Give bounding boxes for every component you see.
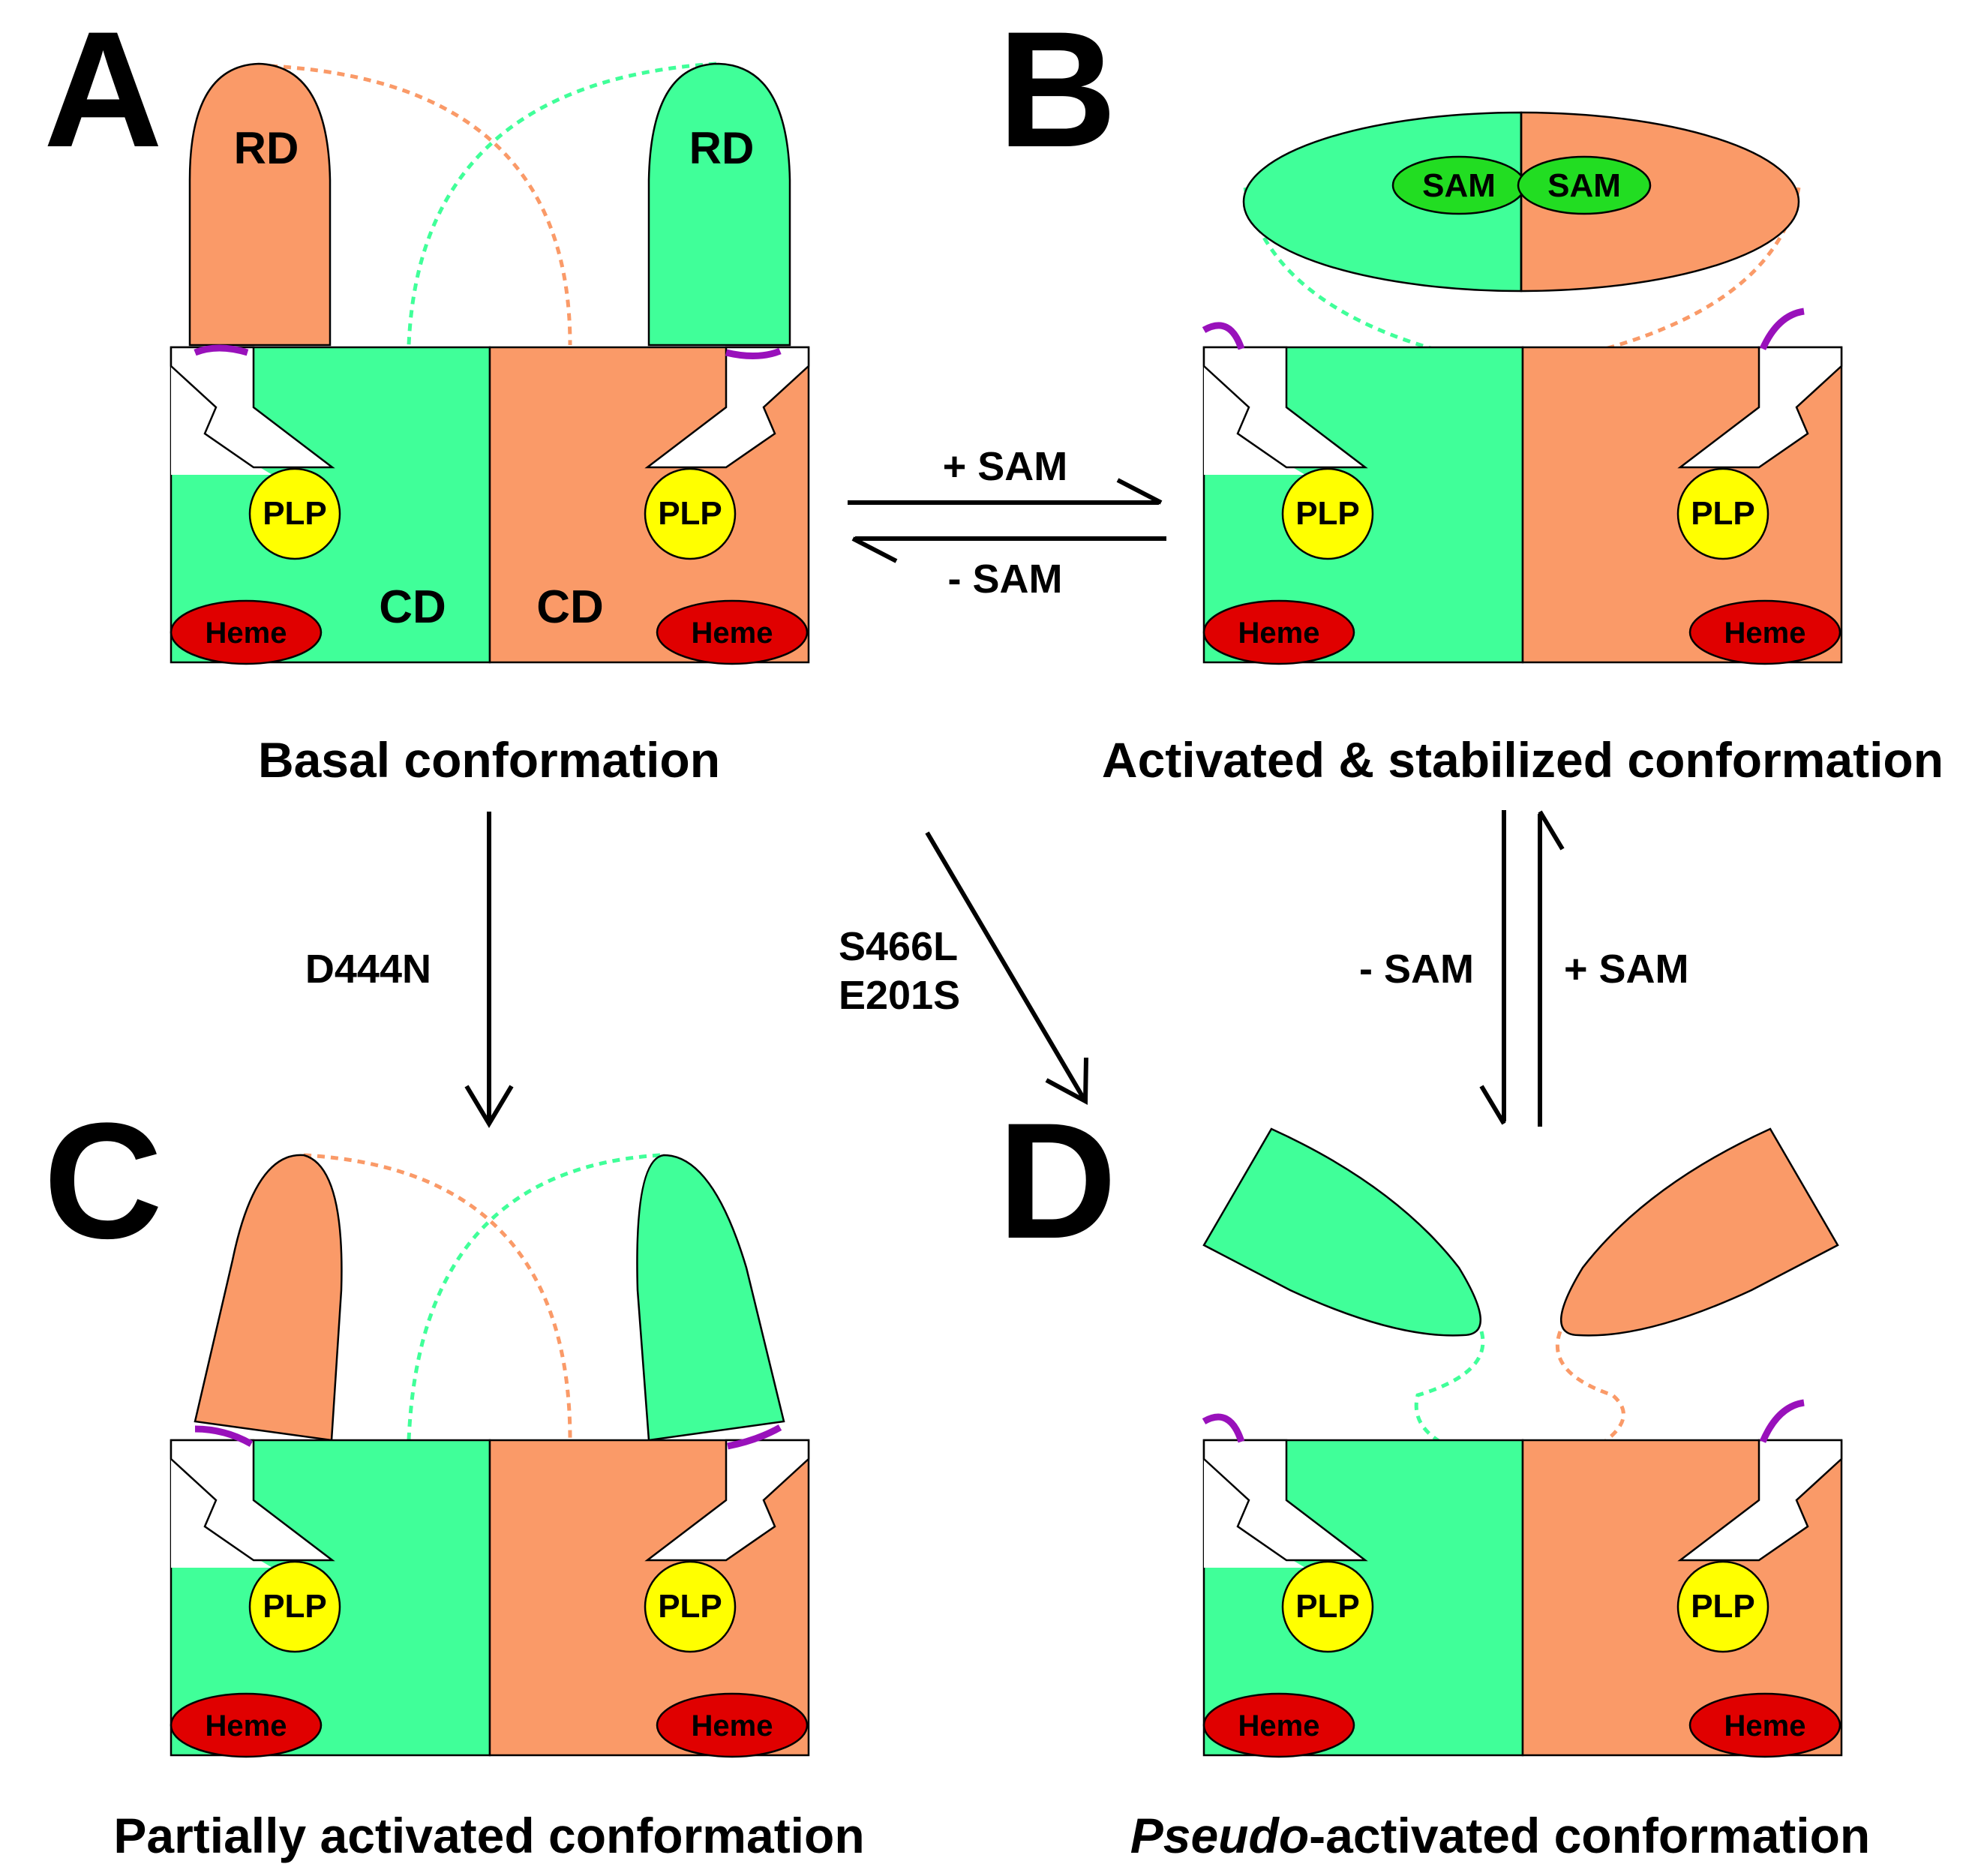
plp-label: PLP bbox=[1691, 1588, 1755, 1625]
linker-purple-left bbox=[1202, 322, 1245, 350]
regulatory-domain-green bbox=[647, 62, 791, 347]
heme-label: Heme bbox=[1724, 617, 1806, 650]
panel-letter-c: C bbox=[44, 1088, 163, 1273]
plp-label: PLP bbox=[1295, 1588, 1360, 1625]
cd-label-left: CD bbox=[379, 581, 446, 633]
arrow-a-to-c-head bbox=[464, 1085, 514, 1128]
sam-label: SAM bbox=[1547, 167, 1621, 204]
rd-label-right: RD bbox=[689, 123, 755, 173]
linker-dashed-orange bbox=[1555, 1331, 1625, 1446]
panel-d: D PLP PLP Heme Heme Pseudo-activated con… bbox=[998, 1088, 1870, 1863]
arrow-d-to-b-head bbox=[1538, 810, 1565, 851]
sam-label: SAM bbox=[1422, 167, 1496, 204]
heme-label: Heme bbox=[1238, 1709, 1320, 1742]
heme-label: Heme bbox=[206, 1709, 287, 1742]
heme-label: Heme bbox=[692, 1709, 773, 1742]
plp-label: PLP bbox=[263, 495, 327, 532]
label-s466l: S466L bbox=[839, 924, 958, 969]
linker-dashed-green bbox=[407, 62, 717, 346]
panel-b: B SAM SAM PLP PLP Heme Heme Activated & … bbox=[998, 0, 1943, 788]
label-minus-sam: - SAM bbox=[1359, 947, 1474, 992]
plp-label: PLP bbox=[263, 1588, 327, 1625]
arrow-a-to-d-head bbox=[1045, 1057, 1088, 1105]
plp-label: PLP bbox=[658, 1588, 722, 1625]
regulatory-domain-orange bbox=[188, 62, 332, 347]
label-plus-sam: + SAM bbox=[943, 444, 1068, 489]
plp-label: PLP bbox=[1295, 495, 1360, 532]
transition-arrows: + SAM - SAM D444N S466L E201S - SAM + SA… bbox=[305, 444, 1689, 1128]
caption-d: Pseudo-activated conformation bbox=[1130, 1808, 1871, 1863]
label-e201s: E201S bbox=[839, 973, 960, 1018]
panel-letter-d: D bbox=[998, 1088, 1117, 1273]
linker-purple-right bbox=[727, 1424, 782, 1450]
caption-d-italic: Pseudo bbox=[1130, 1808, 1309, 1863]
heme-label: Heme bbox=[692, 617, 773, 650]
regulatory-domain-orange bbox=[1560, 1127, 1839, 1337]
arrow-b-to-d-head bbox=[1479, 1085, 1506, 1125]
linker-dashed-orange bbox=[303, 1153, 572, 1441]
heme-label: Heme bbox=[1724, 1709, 1806, 1742]
linker-purple-right bbox=[725, 347, 782, 360]
cd-label-right: CD bbox=[536, 581, 604, 633]
regulatory-domain-green bbox=[636, 1154, 785, 1442]
heme-label: Heme bbox=[1238, 617, 1320, 650]
linker-purple-right bbox=[1759, 308, 1805, 350]
rd-label-left: RD bbox=[234, 123, 299, 173]
linker-purple-left bbox=[1202, 1413, 1245, 1443]
panel-c: C PLP PLP Heme Heme Partially activated … bbox=[44, 1088, 865, 1863]
regulatory-domain-orange bbox=[194, 1154, 343, 1442]
label-plus-sam: + SAM bbox=[1564, 947, 1689, 992]
linker-purple-left bbox=[194, 344, 249, 356]
panel-a: A RD RD PLP PLP Heme Heme CD CD Basal co… bbox=[44, 0, 810, 788]
linker-purple-right bbox=[1759, 1399, 1805, 1443]
linker-dashed-green bbox=[407, 1153, 661, 1441]
plp-label: PLP bbox=[658, 495, 722, 532]
regulatory-domain-green bbox=[1202, 1127, 1481, 1337]
heme-label: Heme bbox=[206, 617, 287, 650]
label-d444n: D444N bbox=[305, 947, 431, 992]
linker-purple-left bbox=[194, 1425, 254, 1447]
linker-dashed-orange bbox=[269, 64, 572, 346]
caption-c: Partially activated conformation bbox=[113, 1808, 864, 1863]
panel-letter-b: B bbox=[998, 0, 1117, 182]
arrow-b-to-a-head bbox=[851, 536, 898, 563]
arrow-a-to-d bbox=[925, 831, 1086, 1100]
linker-dashed-green bbox=[1414, 1331, 1485, 1446]
caption-d-rest: -activated conformation bbox=[1309, 1808, 1870, 1863]
plp-label: PLP bbox=[1691, 495, 1755, 532]
panel-letter-a: A bbox=[44, 0, 163, 182]
arrow-a-to-b-head bbox=[1116, 478, 1163, 505]
sam-ligand bbox=[1517, 155, 1652, 215]
label-minus-sam: - SAM bbox=[948, 557, 1063, 602]
caption-a: Basal conformation bbox=[258, 732, 720, 788]
caption-b: Activated & stabilized conformation bbox=[1102, 732, 1943, 788]
